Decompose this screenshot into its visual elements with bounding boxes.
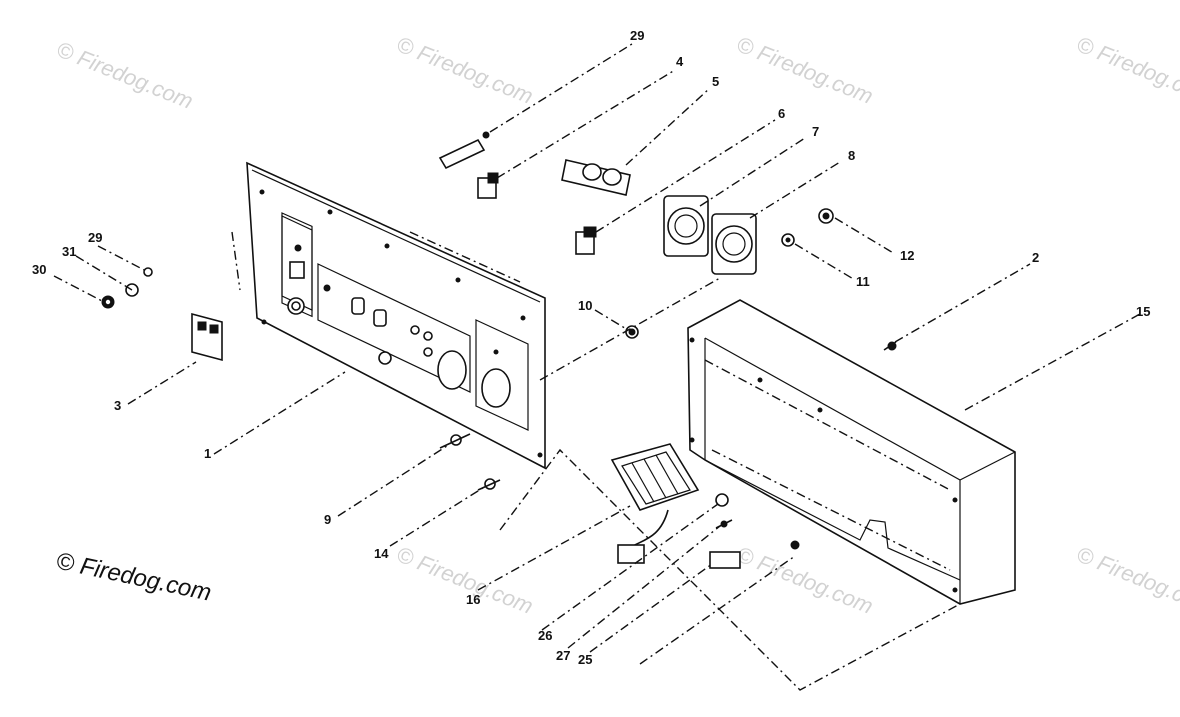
label-1: 1 [204, 446, 211, 461]
watermark: © Firedog.com [733, 31, 876, 108]
watermark: © Firedog.com [53, 36, 196, 113]
watermark-main: © Firedog.com [54, 547, 214, 606]
watermark: © Firedog.com [393, 541, 536, 618]
label-11: 11 [856, 274, 870, 289]
label-29-left: 29 [88, 230, 102, 245]
switch-part-4 [477, 172, 499, 199]
duplex-receptacle [561, 159, 631, 196]
nut-part-12 [818, 208, 834, 224]
label-31: 31 [62, 244, 76, 259]
label-3: 3 [114, 398, 121, 413]
label-7: 7 [812, 124, 819, 139]
label-29-top: 29 [630, 28, 644, 43]
small-hardware [709, 493, 800, 569]
label-16: 16 [466, 592, 480, 607]
watermark: © Firedog.com [1073, 31, 1180, 108]
label-12: 12 [900, 248, 914, 263]
label-14: 14 [374, 546, 389, 561]
label-5: 5 [712, 74, 719, 89]
washer-part-10 [625, 325, 639, 339]
fuse-holder [438, 131, 490, 170]
label-10: 10 [578, 298, 592, 313]
part-labels: 29 4 5 6 7 8 12 11 2 15 10 29 31 30 3 1 … [32, 28, 1150, 667]
label-25: 25 [578, 652, 592, 667]
label-26: 26 [538, 628, 552, 643]
screw-part-9 [439, 433, 471, 449]
label-9: 9 [324, 512, 331, 527]
label-15: 15 [1136, 304, 1150, 319]
screw-part-14 [477, 478, 501, 491]
label-6: 6 [778, 106, 785, 121]
screw-part-2 [883, 341, 897, 351]
twist-lock-receptacles [663, 195, 757, 275]
front-panel [246, 161, 546, 470]
nut-part-11 [781, 233, 795, 247]
housing-wrap [687, 299, 1016, 605]
label-4: 4 [676, 54, 684, 69]
watermark: © Firedog.com [1073, 541, 1180, 618]
watermark: © Firedog.com [393, 31, 536, 108]
label-2: 2 [1032, 250, 1039, 265]
label-8: 8 [848, 148, 855, 163]
indicator-light [101, 267, 153, 309]
rectifier-part-16 [610, 443, 700, 564]
watermark: © Firedog.com [733, 541, 876, 618]
label-30: 30 [32, 262, 46, 277]
label-27: 27 [556, 648, 570, 663]
switch-part-6 [575, 226, 597, 255]
circuit-breaker [191, 312, 223, 362]
leader-lines [53, 43, 1141, 691]
